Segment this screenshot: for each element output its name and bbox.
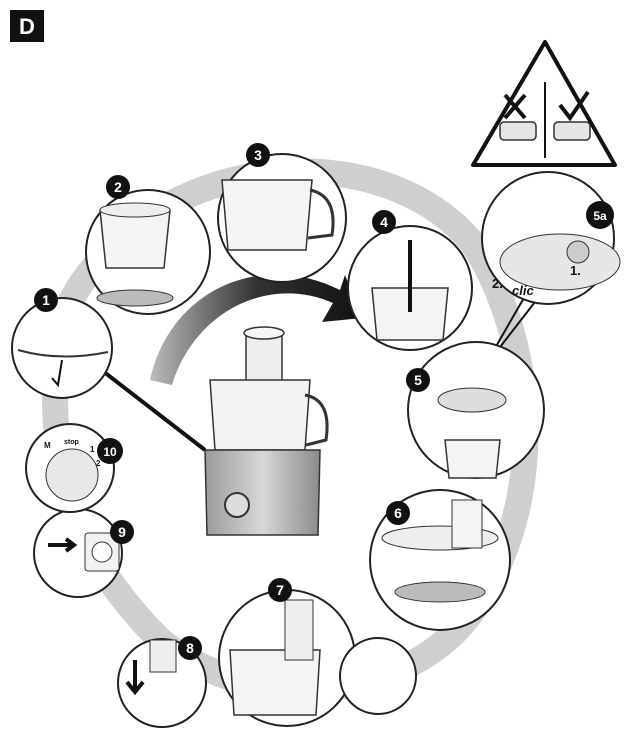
step-10-panel: M stop 1 2 (25, 423, 115, 513)
step-badge-1: 1 (34, 288, 58, 312)
dial-icon (45, 448, 99, 502)
svg-text:7: 7 (276, 582, 284, 598)
step-1-panel (11, 297, 113, 399)
step-4-panel (347, 225, 473, 351)
svg-text:5: 5 (414, 372, 422, 388)
svg-text:9: 9 (118, 524, 126, 540)
food-processor (204, 326, 329, 536)
substep-2: 2. (492, 276, 503, 291)
warning-triangle (471, 40, 617, 167)
step-3-panel (217, 153, 347, 283)
step-7-detail-panel (339, 637, 417, 715)
step-badge-9: 9 (110, 520, 134, 544)
dial-label-2: 2 (96, 459, 101, 468)
step-badge-5a: 5a (586, 201, 614, 229)
step-badge-6: 6 (386, 501, 410, 525)
step-badge-10: 10 (97, 438, 123, 464)
step-9-panel (33, 508, 123, 598)
flow-arrow (150, 274, 362, 385)
section-badge: D (10, 10, 44, 42)
substep-1: 1. (570, 263, 581, 278)
check-icon (558, 90, 590, 122)
step-badge-8: 8 (178, 636, 202, 660)
dial-label-m: M (44, 441, 51, 450)
svg-text:2: 2 (114, 179, 122, 195)
step-badge-5: 5 (406, 368, 430, 392)
svg-text:4: 4 (380, 214, 388, 230)
svg-text:10: 10 (103, 445, 117, 459)
svg-text:8: 8 (186, 640, 194, 656)
step-5-panel (407, 341, 545, 479)
pointer-line-1 (93, 363, 207, 452)
step-badge-4: 4 (372, 210, 396, 234)
socket-icon (91, 541, 113, 563)
speed-dial-icon (224, 492, 250, 518)
step-badge-3: 3 (246, 143, 270, 167)
svg-text:1: 1 (42, 292, 50, 308)
step-8-panel (117, 638, 207, 728)
click-label: clic (512, 283, 534, 298)
step-5a-panel: 1. 2. clic (481, 171, 621, 305)
svg-text:3: 3 (254, 147, 262, 163)
step-7-panel (218, 589, 356, 727)
step-badge-2: 2 (106, 175, 130, 199)
svg-text:5a: 5a (593, 209, 607, 223)
cross-icon (503, 93, 527, 120)
dial-label-stop: stop (64, 439, 79, 446)
svg-text:6: 6 (394, 505, 402, 521)
step-badge-7: 7 (268, 578, 292, 602)
down-arrow-icon (125, 660, 145, 696)
section-label: D (19, 14, 35, 39)
dial-label-1: 1 (90, 445, 95, 454)
step-6-panel (369, 489, 511, 631)
step-2-panel (85, 189, 211, 315)
